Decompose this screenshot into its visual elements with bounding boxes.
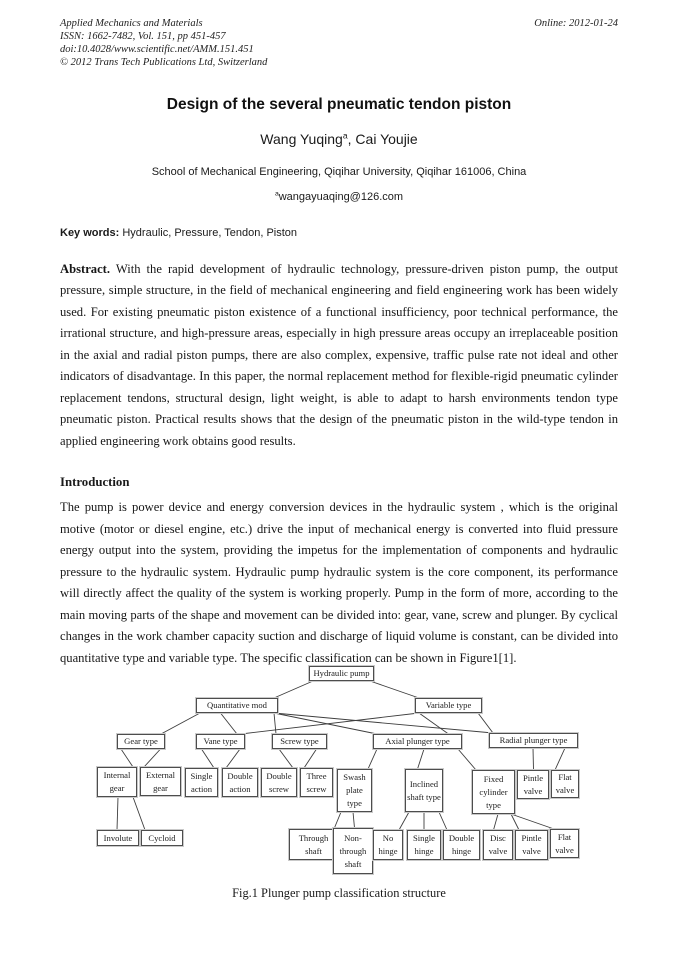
diagram-node-cycloid: Cycloid xyxy=(140,829,184,848)
diagram-node-radial: Radial plunger type xyxy=(488,732,579,750)
affiliation-line: School of Mechanical Engineering, Qiqiha… xyxy=(151,165,527,178)
diagram-node-three-screw: Three screw xyxy=(299,767,334,799)
diagram-node-disc-valve: Disc valve xyxy=(482,829,514,862)
diagram-node-non-through-shaft: Non-through shaft xyxy=(332,827,374,876)
diagram-node-hydraulic: Hydraulic pump xyxy=(308,665,375,683)
section-heading-introduction: Introduction xyxy=(60,475,130,490)
journal-doi-line: doi:10.4028/www.scientific.net/AMM.151.4… xyxy=(60,43,254,55)
paper-title: Design of the several pneumatic tendon p… xyxy=(166,95,512,113)
diagram-edge-lines xyxy=(116,680,566,831)
author-name-1: Wang Yuqing xyxy=(260,130,343,147)
online-date: Online: 2012-01-24 xyxy=(534,18,618,29)
keywords-label: Key words: xyxy=(60,226,120,239)
journal-name: Applied Mechanics and Materials xyxy=(60,18,203,29)
diagram-node-pintle-valve-r4: Pintle valve xyxy=(516,769,550,801)
diagram-node-swash-plate: Swash plate type xyxy=(336,768,373,814)
email-line: awangayuaqing@126.com xyxy=(60,189,618,203)
keywords-line: Key words: Hydraulic, Pressure, Tendon, … xyxy=(60,227,618,239)
email-affiliation-marker: a xyxy=(274,189,279,197)
diagram-node-vane: Vane type xyxy=(195,733,246,751)
diagram-node-external-gear: External gear xyxy=(139,766,182,798)
diagram-node-screw: Screw type xyxy=(271,733,328,751)
diagram-node-flat-valve-r4: Flat valve xyxy=(550,769,580,800)
introduction-paragraph: The pump is power device and energy conv… xyxy=(60,500,618,665)
keywords-text: Hydraulic, Pressure, Tendon, Piston xyxy=(119,226,298,239)
diagram-node-quantitative: Quantitative mod xyxy=(195,697,279,715)
abstract-paragraph: Abstract. With the rapid development of … xyxy=(60,259,618,453)
diagram-node-pintle-valve-r5: Pintle valve xyxy=(514,829,549,862)
journal-info-block: Applied Mechanics and Materials ISSN: 16… xyxy=(60,18,267,70)
diagram-node-double-screw: Double screw xyxy=(260,767,298,799)
author-affiliation-marker: a xyxy=(342,129,348,140)
diagram-node-fixed-cylinder: Fixed cylinder type xyxy=(471,769,516,816)
abstract-text: With the rapid development of hydraulic … xyxy=(60,261,618,448)
diagram-node-variable: Variable type xyxy=(414,697,483,715)
email-address: wangayuaqing@126.com xyxy=(278,190,404,203)
diagram-node-single-action: Single action xyxy=(184,767,219,799)
journal-issn-line: ISSN: 1662-7482, Vol. 151, pp 451-457 xyxy=(60,30,226,42)
journal-header: Applied Mechanics and Materials ISSN: 16… xyxy=(60,18,618,70)
diagram-node-inclined-shaft: Inclined shaft type xyxy=(404,768,444,814)
diagram-node-gear: Gear type xyxy=(116,733,166,751)
diagram-node-internal-gear: Internal gear xyxy=(96,766,138,799)
diagram-node-involute: Involute xyxy=(96,829,140,848)
diagram-node-double-hinge: Double hinge xyxy=(442,829,481,862)
diagram-node-axial: Axial plunger type xyxy=(372,733,463,751)
journal-copyright-line: © 2012 Trans Tech Publications Ltd, Swit… xyxy=(60,56,268,68)
authors-line: Wang Yuqinga, Cai Youjie xyxy=(60,131,618,147)
abstract-label: Abstract. xyxy=(60,261,111,276)
diagram-node-no-hinge: No hinge xyxy=(372,829,404,862)
diagram-node-through-shaft: Through shaft xyxy=(288,828,339,862)
diagram-node-flat-valve-r5: Flat valve xyxy=(549,828,580,860)
author-name-2: , Cai Youjie xyxy=(347,130,418,147)
diagram-node-single-hinge: Single hinge xyxy=(406,829,442,862)
figure-caption: Fig.1 Plunger pump classification struct… xyxy=(232,886,446,901)
diagram-node-double-action: Double action xyxy=(221,767,259,799)
